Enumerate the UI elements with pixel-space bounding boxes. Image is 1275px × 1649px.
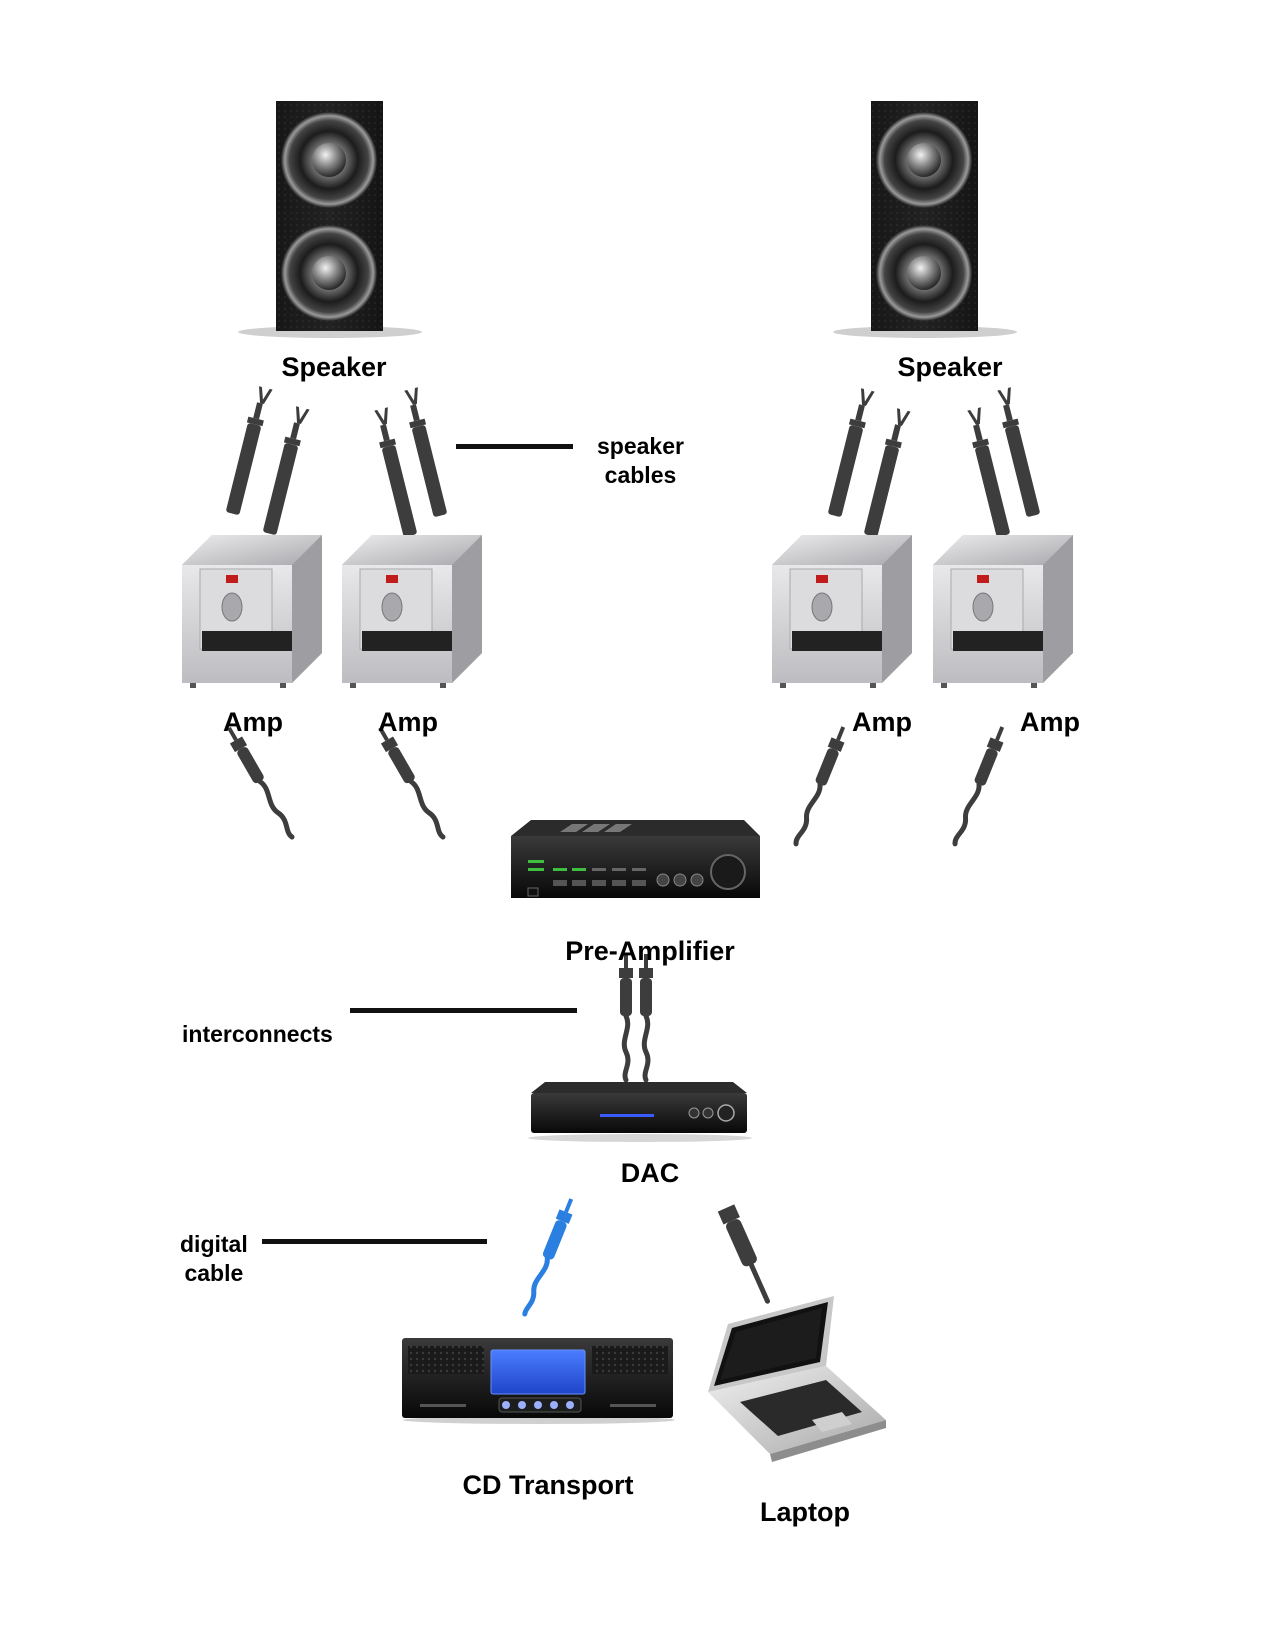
- digital-cable: [522, 1198, 574, 1317]
- rca-cable-amp-3: [790, 724, 850, 846]
- amp-1-label: Amp: [223, 707, 283, 737]
- interconnect-cable-left: [619, 954, 633, 1080]
- digital-cable-pointer-line: [262, 1239, 487, 1244]
- amp-3-label: Amp: [852, 707, 912, 737]
- amp-4-label: Amp: [1020, 707, 1080, 737]
- speaker-cables-annotation-line1: speaker: [597, 433, 684, 459]
- amp-4: [933, 535, 1073, 688]
- speaker-cables-annotation: speaker cables: [597, 432, 684, 490]
- dac: [528, 1082, 752, 1142]
- pre-amplifier-label: Pre-Amplifier: [565, 936, 735, 966]
- usb-cable: [717, 1204, 770, 1304]
- speaker-cables-annotation-line2: cables: [604, 462, 677, 488]
- speaker-cables-pair-4: [964, 387, 1043, 538]
- speaker-cables-pointer-line: [456, 444, 573, 449]
- speaker-right-label: Speaker: [897, 352, 1003, 382]
- amp-2: [342, 535, 482, 688]
- speaker-cables-pair-3: [826, 387, 911, 538]
- laptop: [708, 1296, 886, 1462]
- interconnect-cable-right: [639, 954, 653, 1080]
- amp-2-label: Amp: [378, 707, 438, 737]
- cd-transport-label: CD Transport: [462, 1470, 634, 1500]
- speaker-left: [238, 101, 422, 338]
- amp-1: [182, 535, 322, 688]
- digital-cable-annotation-line1: digital: [180, 1231, 248, 1257]
- laptop-label: Laptop: [760, 1497, 850, 1527]
- speaker-cables-pair-1: [224, 385, 310, 536]
- digital-cable-annotation: digital cable: [180, 1230, 248, 1288]
- speaker-cables-pair-2: [371, 387, 450, 538]
- amp-3: [772, 535, 912, 688]
- rca-cable-amp-1: [223, 724, 298, 840]
- interconnects-pointer-line: [350, 1008, 577, 1013]
- cd-transport: [402, 1338, 675, 1424]
- rca-cable-amp-4: [949, 724, 1009, 846]
- dac-label: DAC: [620, 1158, 680, 1188]
- speaker-right: [833, 101, 1017, 338]
- rca-cable-amp-2: [374, 724, 449, 840]
- speaker-left-label: Speaker: [281, 352, 387, 382]
- pre-amplifier: [511, 820, 760, 898]
- digital-cable-annotation-line2: cable: [184, 1260, 244, 1286]
- interconnects-annotation: interconnects: [182, 1021, 333, 1047]
